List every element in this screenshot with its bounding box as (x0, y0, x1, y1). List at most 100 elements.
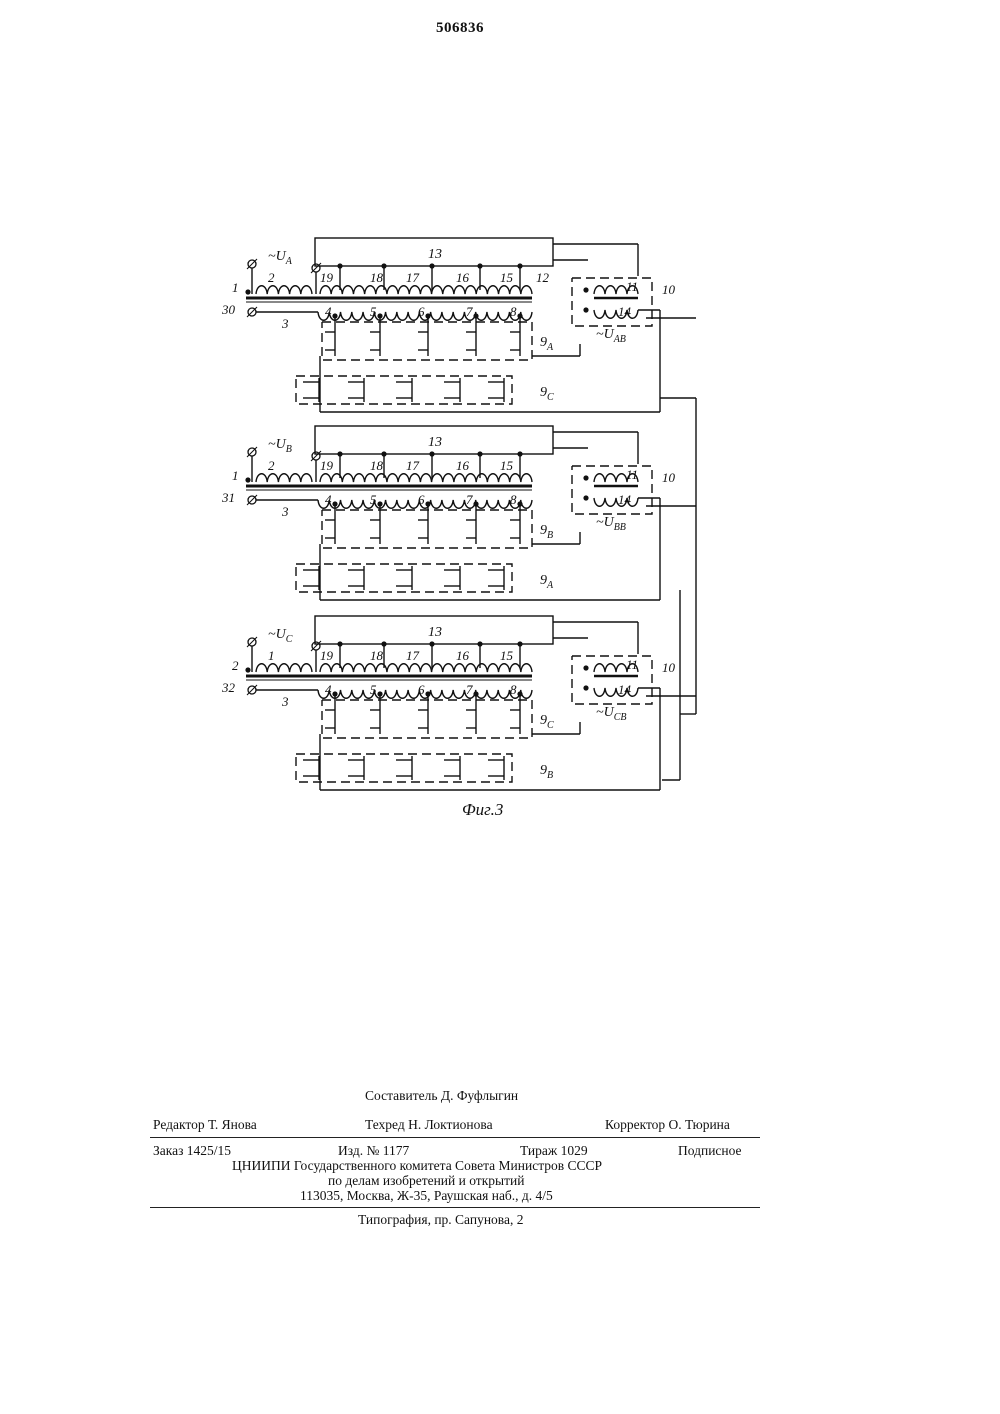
auxiliary-label: 14 (618, 492, 632, 507)
control-unit-label: 13 (428, 625, 442, 640)
winding-label: 31 (221, 490, 235, 505)
tap-dot (429, 263, 434, 268)
primary-winding-coil (256, 474, 312, 482)
tapped-winding-coil (320, 664, 532, 672)
tap-label: 15 (500, 648, 514, 663)
auxiliary-label: 10 (662, 660, 676, 675)
switch-label: 4 (325, 304, 332, 319)
winding-label: 2 (232, 658, 239, 673)
tap-label: 15 (500, 270, 514, 285)
polarity-dot (245, 289, 250, 294)
auxiliary-transformer-box (572, 656, 652, 704)
switch-label: 7 (466, 682, 473, 697)
address-line: 113035, Москва, Ж-35, Раушская наб., д. … (300, 1188, 553, 1204)
tap-dot (517, 451, 522, 456)
switch-label: 4 (325, 682, 332, 697)
winding-label: 2 (268, 270, 275, 285)
tap-dot (337, 451, 342, 456)
switch-group-label: 9A (540, 573, 554, 591)
input-voltage-label: ~UC (268, 627, 293, 645)
winding-label: 2 (268, 458, 275, 473)
auxiliary-label: 10 (662, 282, 676, 297)
output-voltage-label: ~UCB (596, 705, 626, 723)
tap-dot (337, 641, 342, 646)
tap-dot (381, 263, 386, 268)
switch-group-label: 9B (540, 763, 553, 781)
winding-label: 30 (221, 302, 236, 317)
winding-label: 32 (221, 680, 236, 695)
tap-dot (429, 451, 434, 456)
auxiliary-winding-coil (594, 688, 638, 696)
polarity-dot (245, 477, 250, 482)
printer-line: Типография, пр. Сапунова, 2 (358, 1212, 524, 1228)
winding-label: 3 (281, 316, 289, 331)
switch-group-label: 9B (540, 523, 553, 541)
tapped-winding-coil (320, 286, 532, 294)
auxiliary-transformer-box (572, 278, 652, 326)
input-voltage-label: ~UB (268, 437, 292, 455)
tap-label: 19 (320, 648, 334, 663)
switch-group-box (296, 376, 512, 404)
polarity-dot (583, 665, 588, 670)
tap-label: 19 (320, 458, 334, 473)
switch-label: 6 (418, 492, 425, 507)
tap-label: 19 (320, 270, 334, 285)
tap-label: 17 (406, 648, 420, 663)
polarity-dot (583, 475, 588, 480)
tap-label: 16 (456, 270, 470, 285)
techred-line: Техред Н. Локтионова (365, 1117, 493, 1133)
secondary-winding-coil (318, 312, 532, 320)
org-line-1: ЦНИИПИ Государственного комитета Совета … (232, 1158, 602, 1174)
tap-dot (381, 641, 386, 646)
switch-label: 8 (510, 682, 517, 697)
auxiliary-winding-coil (594, 498, 638, 506)
edition-line: Изд. № 1177 (338, 1143, 409, 1159)
tap-dot (381, 451, 386, 456)
switch-group-box (296, 564, 512, 592)
switch-label: 4 (325, 492, 332, 507)
auxiliary-label: 11 (626, 657, 638, 672)
switch-label: 7 (466, 492, 473, 507)
primary-winding-coil (256, 286, 312, 294)
control-unit-label: 13 (428, 435, 442, 450)
tap-label: 12 (536, 270, 550, 285)
tap-dot (517, 641, 522, 646)
colophon-rule-bottom (150, 1207, 760, 1208)
subscription-line: Подписное (678, 1143, 742, 1159)
order-line: Заказ 1425/15 (153, 1143, 231, 1159)
switch-label: 8 (510, 492, 517, 507)
control-unit-label: 13 (428, 247, 442, 262)
auxiliary-label: 11 (626, 467, 638, 482)
polarity-dot (583, 495, 588, 500)
winding-label: 3 (281, 694, 289, 709)
corrector-line: Корректор О. Тюрина (605, 1117, 730, 1133)
tap-label: 18 (370, 458, 384, 473)
tap-dot (477, 263, 482, 268)
winding-label: 1 (232, 468, 239, 483)
input-voltage-label: ~UA (268, 249, 293, 267)
editor-line: Редактор Т. Янова (153, 1117, 257, 1133)
tap-label: 15 (500, 458, 514, 473)
switch-label: 7 (466, 304, 473, 319)
tap-dot (477, 641, 482, 646)
auxiliary-label: 14 (618, 682, 632, 697)
tap-dot (517, 263, 522, 268)
winding-label: 3 (281, 504, 289, 519)
switch-group-label: 9A (540, 335, 554, 353)
tap-dot (429, 641, 434, 646)
switch-label: 6 (418, 682, 425, 697)
auxiliary-winding-coil (594, 310, 638, 318)
switch-group-box (296, 754, 512, 782)
switch-group-label: 9C (540, 713, 554, 731)
tap-label: 17 (406, 458, 420, 473)
tapped-winding-coil (320, 474, 532, 482)
tap-label: 17 (406, 270, 420, 285)
switch-label: 5 (370, 682, 377, 697)
polarity-dot (583, 685, 588, 690)
figure-caption: Фиг.3 (462, 800, 503, 820)
tap-dot (477, 451, 482, 456)
switch-label: 5 (370, 492, 377, 507)
tap-label: 16 (456, 648, 470, 663)
auxiliary-transformer-box (572, 466, 652, 514)
auxiliary-label: 11 (626, 279, 638, 294)
